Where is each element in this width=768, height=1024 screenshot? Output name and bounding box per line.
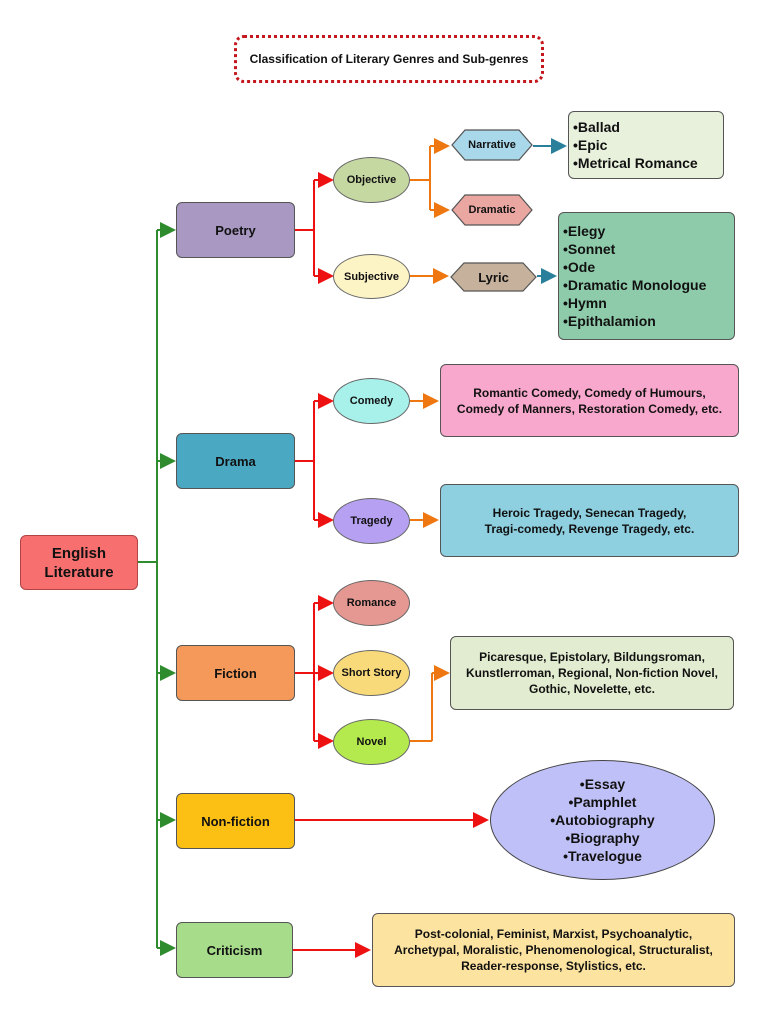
fiction-romance-label: Romance [346,597,397,609]
root-node-english-literature: English Literature [20,535,138,590]
tragedy-types-box: Heroic Tragedy, Senecan Tragedy, Tragi-c… [440,484,739,557]
lyric-type-item: •Sonnet [563,241,616,257]
diagram-title: Classification of Literary Genres and Su… [234,35,544,83]
poetry-lyric: Lyric [450,262,537,292]
narrative-type-item: •Metrical Romance [573,155,698,171]
nonfiction-types-ellipse: •Essay •Pamphlet •Autobiography •Biograp… [490,760,715,880]
poetry-narrative: Narrative [451,129,533,161]
criticism-types-line: Reader-response, Stylistics, etc. [461,959,646,973]
lyric-hexagon-shape [450,262,537,292]
fiction-short-story-label: Short Story [341,667,402,679]
fiction-novel-label: Novel [356,736,387,748]
dramatic-hexagon-shape [451,194,533,226]
lyric-type-item: •Elegy [563,223,606,239]
narrative-type-item: •Ballad [573,119,620,135]
drama-tragedy: Tragedy [333,498,410,544]
narrative-hexagon-shape [451,129,533,161]
genre-criticism: Criticism [176,922,293,978]
criticism-types-line: Archetypal, Moralistic, Phenomenological… [394,943,713,957]
poetry-objective: Objective [333,157,410,203]
nonfiction-type-item: •Travelogue [563,848,642,864]
fiction-romance: Romance [333,580,410,626]
poetry-objective-label: Objective [346,174,397,186]
lyric-type-item: •Epithalamion [563,313,656,329]
narrative-types-box: •Ballad •Epic •Metrical Romance [568,111,724,179]
nonfiction-type-item: •Essay [579,776,626,792]
genre-fiction: Fiction [176,645,295,701]
nonfiction-type-item: •Pamphlet [568,794,637,810]
genre-fiction-label: Fiction [214,665,257,681]
criticism-types-box: Post-colonial, Feminist, Marxist, Psycho… [372,913,735,987]
nonfiction-type-item: •Biography [565,830,640,846]
lyric-type-item: •Dramatic Monologue [563,277,707,293]
poetry-dramatic: Dramatic [451,194,533,226]
comedy-types-box: Romantic Comedy, Comedy of Humours, Come… [440,364,739,437]
title-text: Classification of Literary Genres and Su… [249,52,529,66]
drama-comedy-label: Comedy [349,395,394,407]
nonfiction-type-item: •Autobiography [550,812,655,828]
genre-drama-label: Drama [215,453,256,469]
poetry-subjective: Subjective [333,254,410,299]
narrative-type-item: •Epic [573,137,608,153]
tragedy-types-line: Heroic Tragedy, Senecan Tragedy, [492,505,687,520]
poetry-narrative-label: Narrative [468,139,516,151]
comedy-types-line: Comedy of Manners, Restoration Comedy, e… [456,401,723,416]
genre-criticism-label: Criticism [206,942,263,958]
genre-nonfiction: Non-fiction [176,793,295,849]
poetry-lyric-label: Lyric [478,269,509,285]
genre-poetry-label: Poetry [215,222,256,238]
poetry-subjective-label: Subjective [343,270,400,283]
genre-nonfiction-label: Non-fiction [201,813,270,829]
lyric-type-item: •Hymn [563,295,607,311]
comedy-types-line: Romantic Comedy, Comedy of Humours, [473,385,706,400]
genre-drama: Drama [176,433,295,489]
lyric-type-item: •Ode [563,259,596,275]
novel-types-line: Kunstlerroman, Regional, Non-fiction Nov… [465,666,719,680]
tragedy-types-line: Tragi-comedy, Revenge Tragedy, etc. [484,521,695,536]
genre-poetry: Poetry [176,202,295,258]
root-label: English Literature [44,544,114,581]
poetry-dramatic-label: Dramatic [468,204,516,216]
lyric-types-box: •Elegy •Sonnet •Ode •Dramatic Monologue … [558,212,735,340]
drama-comedy: Comedy [333,378,410,424]
criticism-types-line: Post-colonial, Feminist, Marxist, Psycho… [414,927,693,941]
drama-tragedy-label: Tragedy [350,515,393,527]
novel-types-box: Picaresque, Epistolary, Bildungsroman, K… [450,636,734,710]
novel-types-line: Picaresque, Epistolary, Bildungsroman, [479,650,705,664]
fiction-short-story: Short Story [333,650,410,696]
novel-types-line: Gothic, Novelette, etc. [528,682,656,696]
fiction-novel: Novel [333,719,410,765]
